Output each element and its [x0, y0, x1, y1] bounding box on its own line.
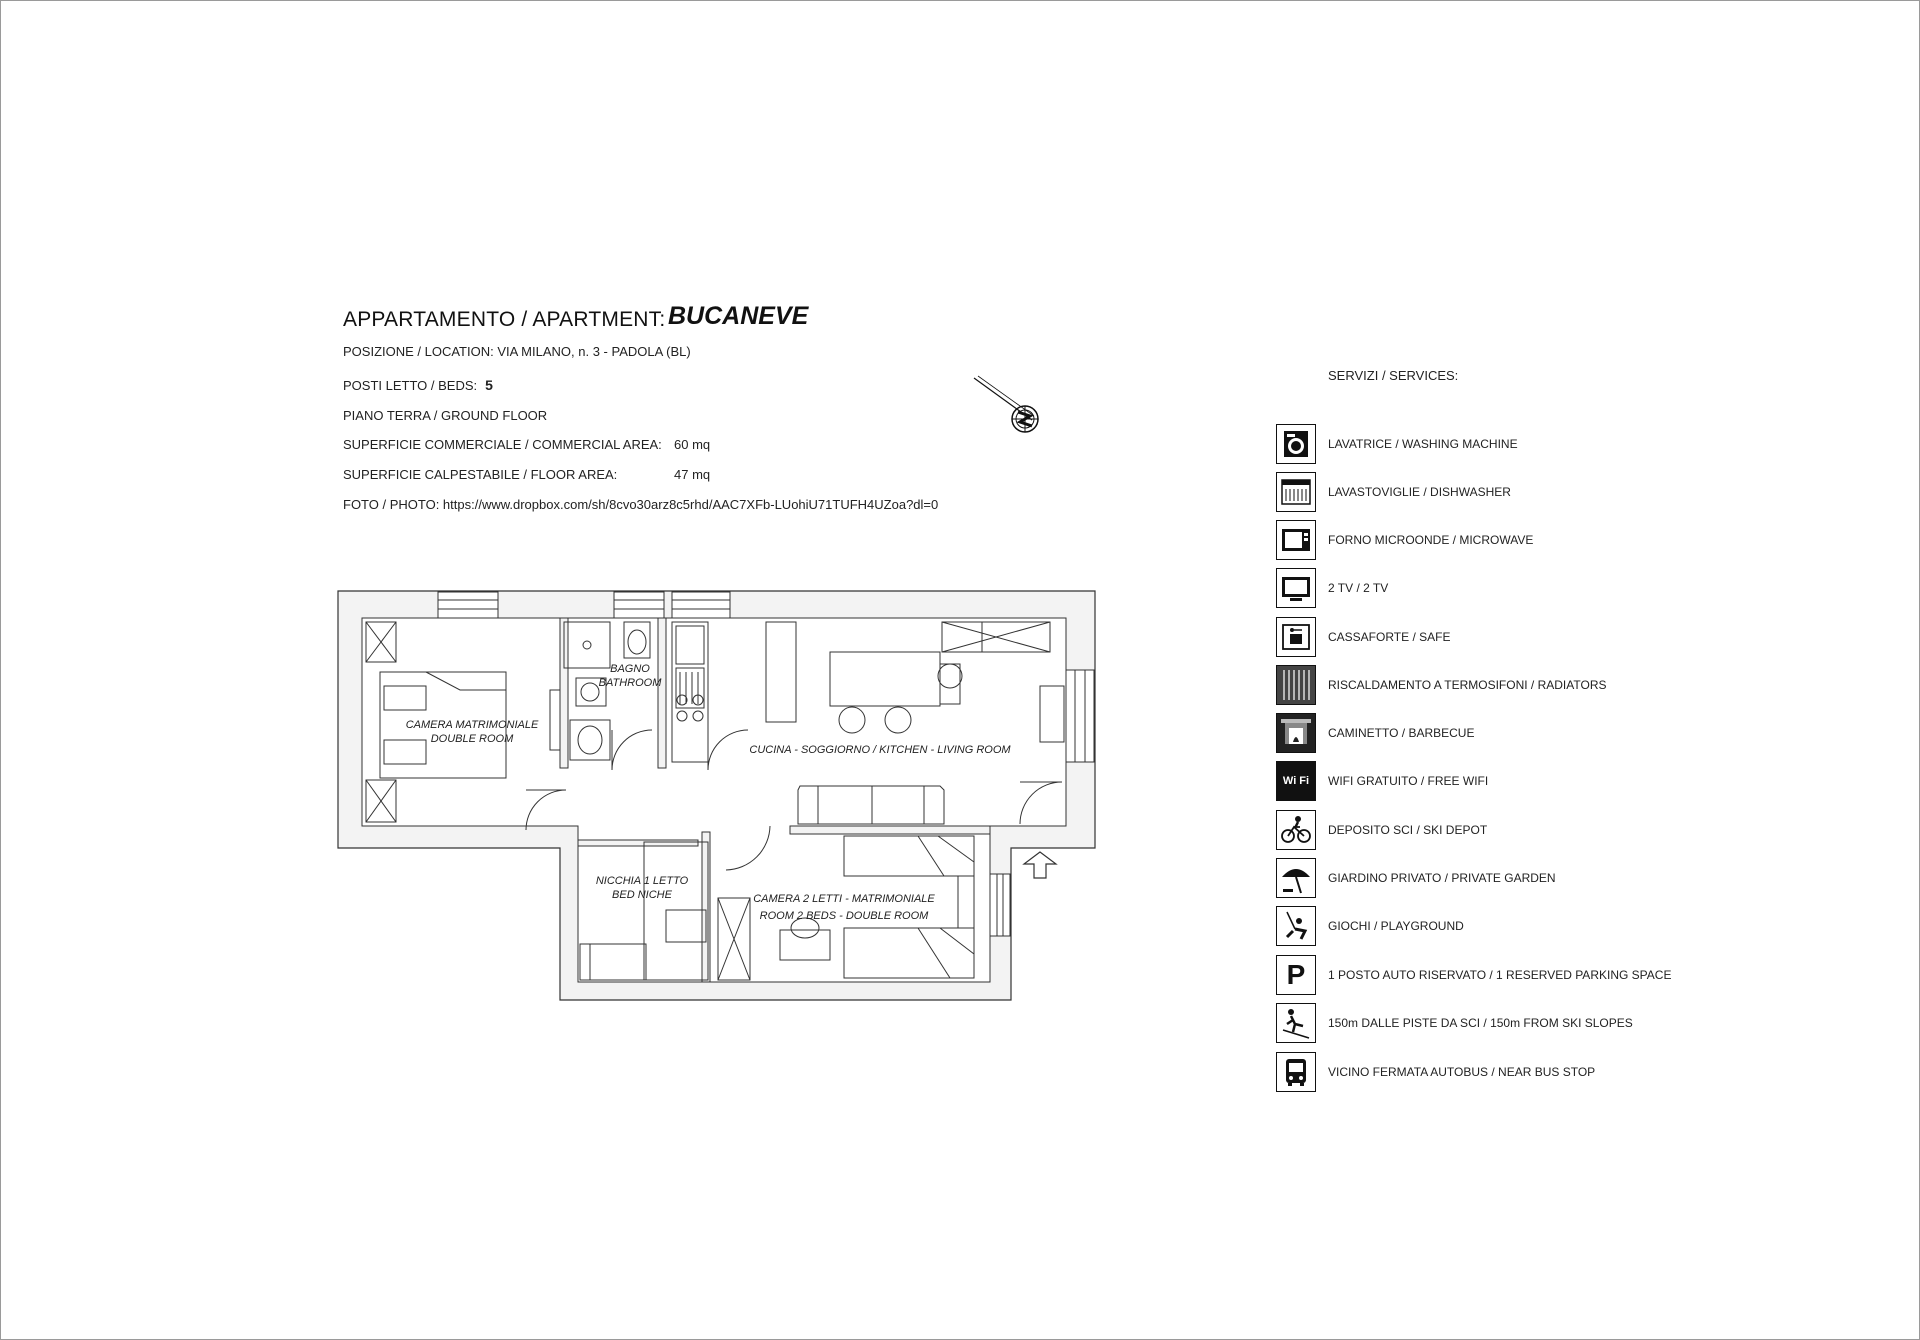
commercial-area-row: SUPERFICIE COMMERCIALE / COMMERCIAL AREA… [343, 437, 743, 452]
double-room-label-en: DOUBLE ROOM [431, 733, 514, 745]
bathroom-fixtures [563, 621, 653, 771]
service-playground: GIOCHI / PLAYGROUND [1276, 905, 1464, 947]
bathroom-label-en: BATHROOM [599, 677, 663, 689]
service-bus-stop: VICINO FERMATA AUTOBUS / NEAR BUS STOP [1276, 1051, 1595, 1093]
interior-walls [559, 617, 991, 983]
washing-machine-icon [1276, 424, 1316, 464]
service-radiators: RISCALDAMENTO A TERMOSIFONI / RADIATORS [1276, 664, 1607, 706]
service-ski-slopes: 150m DALLE PISTE DA SCI / 150m FROM SKI … [1276, 1002, 1633, 1044]
service-washing-machine: LAVATRICE / WASHING MACHINE [1276, 423, 1518, 465]
service-label: RISCALDAMENTO A TERMOSIFONI / RADIATORS [1328, 678, 1607, 692]
wifi-icon: Wi Fi [1276, 761, 1316, 801]
service-parking: P 1 POSTO AUTO RISERVATO / 1 RESERVED PA… [1276, 954, 1671, 996]
playground-swing-icon [1276, 906, 1316, 946]
window-room2 [989, 873, 1011, 937]
service-ski-depot: DEPOSITO SCI / SKI DEPOT [1276, 809, 1487, 851]
service-label: VICINO FERMATA AUTOBUS / NEAR BUS STOP [1328, 1065, 1596, 1079]
floor-area-row: SUPERFICIE CALPESTABILE / FLOOR AREA: 47… [343, 467, 743, 482]
service-tv: 2 TV / 2 TV [1276, 567, 1388, 609]
floor-area-value: 47 mq [674, 467, 711, 482]
service-label: WIFI GRATUITO / FREE WIFI [1328, 774, 1489, 788]
kitchen-counter [671, 621, 749, 771]
service-label: GIARDINO PRIVATO / PRIVATE GARDEN [1328, 871, 1556, 885]
bus-icon [1276, 1052, 1316, 1092]
commercial-area-value: 60 mq [674, 437, 711, 452]
room2-furniture [717, 835, 975, 981]
service-label: GIOCHI / PLAYGROUND [1328, 919, 1464, 933]
safe-icon [1276, 617, 1316, 657]
floor-plan: CAMERA MATRIMONIALE DOUBLE ROOM BAGNO BA… [337, 590, 1096, 1001]
kitchen-label: CUCINA - SOGGIORNO / KITCHEN - LIVING RO… [749, 744, 1011, 756]
parking-icon-text: P [1286, 959, 1306, 990]
floor-text: PIANO TERRA / GROUND FLOOR [343, 408, 548, 423]
service-garden: GIARDINO PRIVATO / PRIVATE GARDEN [1276, 857, 1556, 899]
service-label: LAVASTOVIGLIE / DISHWASHER [1328, 485, 1511, 499]
ski-depot-icon [1276, 810, 1316, 850]
service-label: CAMINETTO / BARBECUE [1328, 726, 1475, 740]
apartment-title-label: APPARTAMENTO / APARTMENT: [343, 308, 666, 331]
service-label: DEPOSITO SCI / SKI DEPOT [1328, 823, 1488, 837]
garden-umbrella-icon [1276, 858, 1316, 898]
niche-label-it: NICCHIA 1 LETTO [596, 875, 689, 887]
living-furniture [725, 621, 1065, 871]
tv-icon [1276, 568, 1316, 608]
apartment-name: BUCANEVE [668, 302, 809, 330]
skier-icon [1276, 1003, 1316, 1043]
niche-furniture [579, 841, 709, 981]
bathroom-label-it: BAGNO [610, 663, 650, 675]
service-label: 150m DALLE PISTE DA SCI / 150m FROM SKI … [1328, 1016, 1633, 1030]
beds-value: 5 [485, 377, 493, 393]
service-dishwasher: LAVASTOVIGLIE / DISHWASHER [1276, 471, 1511, 513]
room2-label-en: ROOM 2 BEDS - DOUBLE ROOM [760, 910, 930, 922]
niche-label-en: BED NICHE [612, 889, 673, 901]
room2-label-it: CAMERA 2 LETTI - MATRIMONIALE [753, 893, 935, 905]
photo-link[interactable]: FOTO / PHOTO: https://www.dropbox.com/sh… [343, 497, 939, 512]
dishwasher-icon [1276, 472, 1316, 512]
service-fireplace: CAMINETTO / BARBECUE [1276, 712, 1474, 754]
parking-icon: P [1276, 955, 1316, 995]
microwave-icon [1276, 520, 1316, 560]
beds-label: POSTI LETTO / BEDS: [343, 378, 478, 393]
service-safe: CASSAFORTE / SAFE [1276, 616, 1450, 658]
service-label: LAVATRICE / WASHING MACHINE [1328, 437, 1518, 451]
commercial-area-label: SUPERFICIE COMMERCIALE / COMMERCIAL AREA… [343, 437, 662, 452]
entrance-arrow-icon [1022, 851, 1058, 879]
north-arrow-icon [973, 375, 1039, 433]
radiator-icon [1276, 665, 1316, 705]
beds-row: POSTI LETTO / BEDS: 5 [343, 377, 493, 393]
service-wifi: Wi Fi WIFI GRATUITO / FREE WIFI [1276, 760, 1488, 802]
location-text: POSIZIONE / LOCATION: VIA MILANO, n. 3 -… [343, 344, 691, 359]
services-title: SERVIZI / SERVICES: [1328, 368, 1459, 383]
service-label: CASSAFORTE / SAFE [1328, 630, 1451, 644]
double-room-furniture [365, 621, 567, 831]
service-label: FORNO MICROONDE / MICROWAVE [1328, 533, 1534, 547]
double-room-label-it: CAMERA MATRIMONIALE [406, 719, 539, 731]
service-label: 2 TV / 2 TV [1328, 581, 1389, 595]
wifi-icon-text: Wi Fi [1282, 775, 1310, 787]
windows-top [437, 591, 731, 619]
window-right [1065, 669, 1095, 763]
fireplace-icon [1276, 713, 1316, 753]
floor-area-label: SUPERFICIE CALPESTABILE / FLOOR AREA: [343, 467, 618, 482]
service-label: 1 POSTO AUTO RISERVATO / 1 RESERVED PARK… [1328, 968, 1672, 982]
service-microwave: FORNO MICROONDE / MICROWAVE [1276, 519, 1533, 561]
